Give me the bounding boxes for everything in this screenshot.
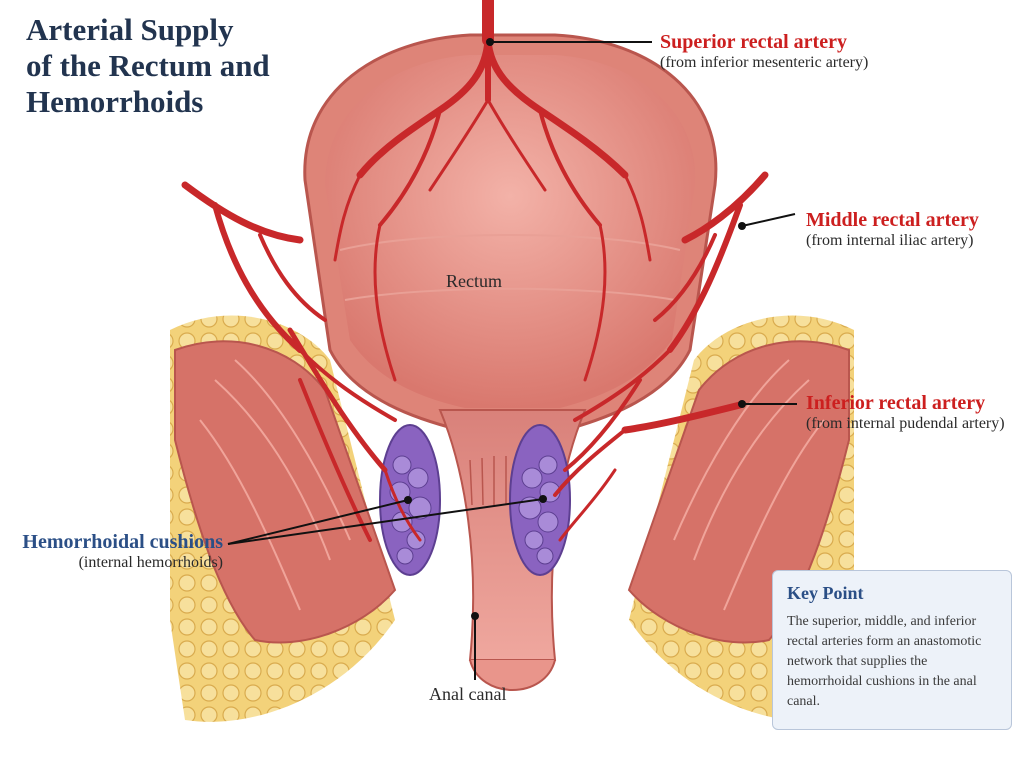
page-title: Arterial Supply of the Rectum and Hemorr…: [26, 12, 326, 120]
label-rectum: Rectum: [446, 271, 502, 291]
label-anal-canal: Anal canal: [429, 684, 507, 704]
key-point-heading: Key Point: [787, 583, 864, 603]
inferior-rectal-artery: [287, 327, 744, 542]
leader-dots: [404, 38, 746, 620]
title-line-1: Arterial Supply: [26, 12, 234, 47]
label-middle-rectal-artery: Middle rectal artery (from internal ilia…: [806, 209, 979, 251]
superior-rectal-artery-name: Superior rectal artery: [660, 31, 847, 53]
leader-lines: [227, 41, 797, 680]
superior-rectal-artery-source: (from inferior mesenteric artery): [660, 54, 869, 71]
label-inferior-rectal-artery: Inferior rectal artery (from internal pu…: [806, 392, 1005, 434]
title-line-3: Hemorrhoids: [26, 84, 204, 119]
label-superior-rectal-artery: Superior rectal artery (from inferior me…: [660, 31, 868, 73]
middle-rectal-artery-source: (from internal iliac artery): [806, 232, 974, 249]
title-line-2: of the Rectum and: [26, 48, 270, 83]
middle-rectal-artery-name: Middle rectal artery: [806, 209, 979, 231]
superior-rectal-artery: [333, 0, 652, 382]
inferior-rectal-artery-name: Inferior rectal artery: [806, 392, 986, 414]
label-hemorrhoidal-cushions: Hemorrhoidal cushions (internal hemorrho…: [13, 531, 223, 573]
inferior-rectal-artery-source: (from internal pudendal artery): [806, 415, 1005, 432]
rectum: [303, 33, 718, 432]
hemorrhoidal-cushions-source: (internal hemorrhoids): [78, 554, 223, 571]
hemorrhoidal-cushions-name: Hemorrhoidal cushions: [22, 531, 223, 553]
key-point-box: Key Point The superior, middle, and infe…: [772, 570, 1012, 730]
levator-muscle-right: [627, 340, 850, 644]
key-point-body: The superior, middle, and inferior recta…: [787, 614, 982, 709]
middle-rectal-artery: [181, 171, 769, 422]
